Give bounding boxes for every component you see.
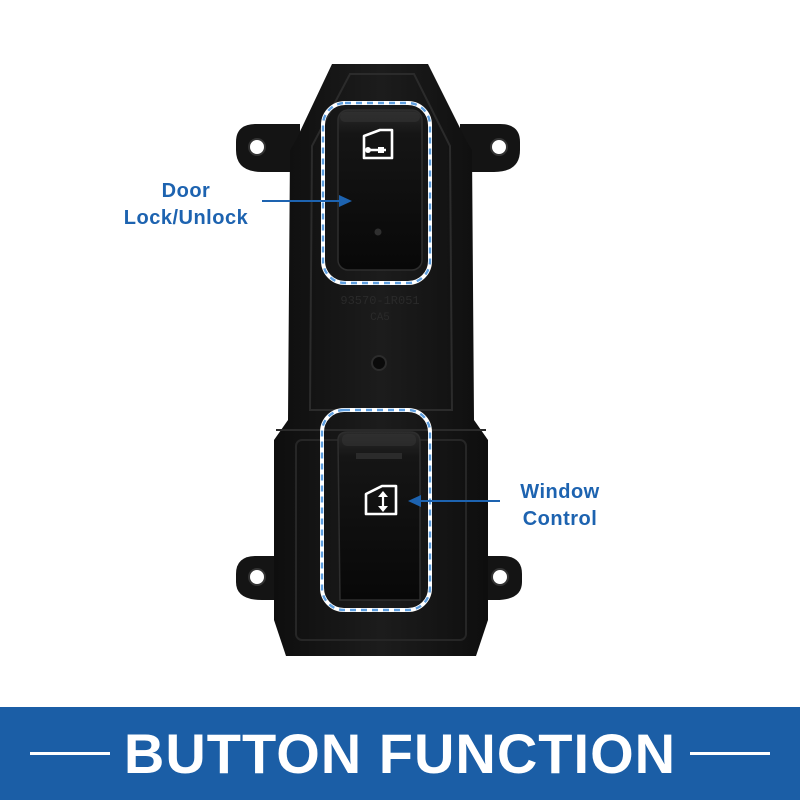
footer-title-bar: BUTTON FUNCTION <box>0 707 800 800</box>
window-callout-line2: Control <box>522 508 598 530</box>
part-code-text: 93570-1R051 <box>340 294 419 308</box>
door-button-highlight-dash <box>321 101 432 285</box>
mounting-ear-top-right <box>460 124 520 172</box>
door-lock-icon <box>362 128 394 160</box>
footer-title: BUTTON FUNCTION <box>123 722 677 785</box>
window-callout-arrow <box>408 495 500 507</box>
door-callout-line2: Lock/Unlock <box>123 207 249 229</box>
window-control-callout-label: Window Control <box>470 479 650 533</box>
door-callout-line1: Door <box>161 180 211 202</box>
footer-rule-right <box>690 752 771 755</box>
part-mark-text: CA5 <box>370 312 390 324</box>
window-control-button[interactable] <box>337 431 421 601</box>
mounting-ear-top-left <box>236 124 300 172</box>
window-callout-line1: Window <box>520 481 600 503</box>
door-lock-callout-label: Door Lock/Unlock <box>96 178 276 232</box>
housing-bevel <box>308 73 454 411</box>
window-button-highlight-dash <box>320 408 432 612</box>
screw-hole <box>371 355 387 371</box>
footer-banner <box>0 707 800 800</box>
door-lock-button[interactable] <box>337 109 423 271</box>
door-callout-arrow <box>262 195 352 207</box>
window-updown-icon <box>364 484 398 516</box>
footer-rule-left <box>29 752 110 755</box>
